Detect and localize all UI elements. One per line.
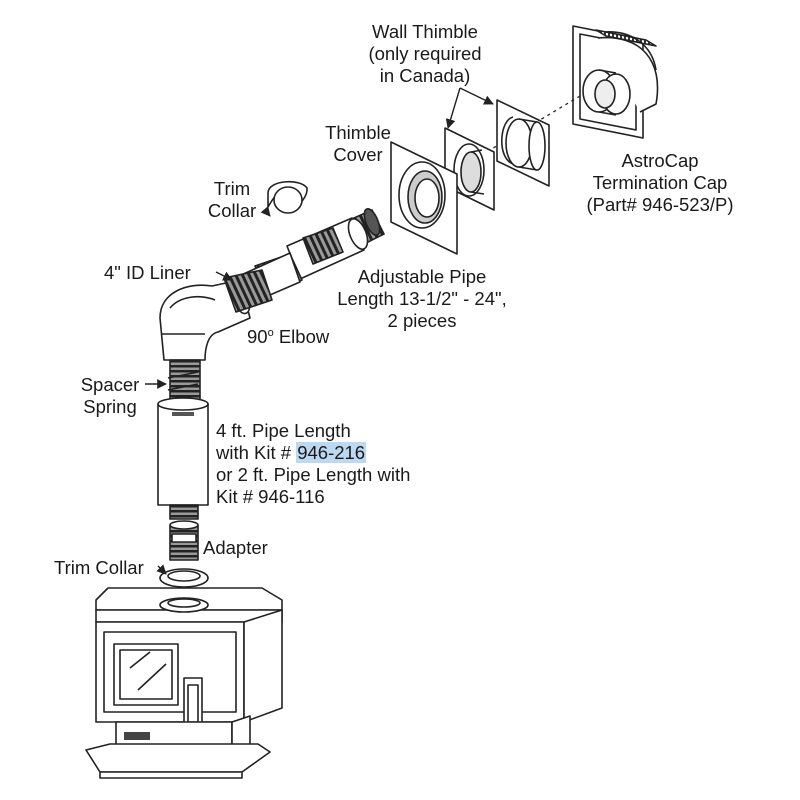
leader-lines <box>145 87 494 575</box>
elbow-90 <box>159 269 273 361</box>
spacer-spring-label-line1: Spacer <box>80 374 140 395</box>
wall-thimble-label: Wall Thimble (only required in Canada) <box>355 21 495 87</box>
adapter <box>169 520 199 561</box>
thimble-cover-label-line2: Cover <box>333 144 383 165</box>
adjustable-pipe-label-line2: Length 13-1/2" - 24", <box>337 288 507 309</box>
id-liner-label-text: 4" ID Liner <box>104 262 191 283</box>
id-liner-label: 4" ID Liner <box>104 262 191 284</box>
pipe-length-label-line1: 4 ft. Pipe Length <box>216 420 351 441</box>
vertical-pipe <box>157 359 209 520</box>
thimble-cover-label: Thimble Cover <box>318 122 398 166</box>
astrocap-label: AstroCap Termination Cap (Part# 946-523/… <box>560 150 760 216</box>
trim-collar-top-label: Trim Collar <box>200 178 264 222</box>
astrocap-label-line2: Termination Cap <box>592 172 728 193</box>
astrocap-label-line1: AstroCap <box>621 150 699 171</box>
elbow-label: 90o Elbow <box>247 322 329 348</box>
thimble-cover <box>390 141 458 255</box>
trim-collar-top-label-line1: Trim <box>213 178 251 199</box>
wall-thimble-label-line2: (only required <box>368 43 482 64</box>
adjustable-pipe-label-line3: 2 pieces <box>387 310 457 331</box>
astrocap-label-line3: (Part# 946-523/P) <box>586 194 734 215</box>
wall-thimble <box>444 99 550 211</box>
astrocap-termination-cap <box>572 25 659 139</box>
wall-thimble-label-line3: in Canada) <box>379 65 471 86</box>
pipe-length-kit-number-highlighted: 946-216 <box>296 442 367 463</box>
trim-collar-top-label-line2: Collar <box>207 200 257 221</box>
pipe-length-label-line4: Kit # 946-116 <box>216 486 325 507</box>
pipe-length-label-line3: or 2 ft. Pipe Length with <box>216 464 411 485</box>
elbow-label-degree: o <box>267 327 274 339</box>
trim-collar-bottom-label: Trim Collar <box>54 557 144 579</box>
adapter-label-text: Adapter <box>203 537 268 558</box>
trim-collar-bottom-part <box>159 568 209 588</box>
thimble-cover-label-line1: Thimble <box>325 122 391 143</box>
wall-thimble-label-line1: Wall Thimble <box>372 21 478 42</box>
spacer-spring-label: Spacer Spring <box>74 374 146 418</box>
pipe-length-label: 4 ft. Pipe Length with Kit # 946-216 or … <box>216 420 410 508</box>
adapter-label: Adapter <box>203 537 268 559</box>
pipe-length-label-line2: with Kit # 946-216 <box>216 442 410 464</box>
adjustable-pipe-label: Adjustable Pipe Length 13-1/2" - 24", 2 … <box>322 266 522 332</box>
elbow-label-number: 90 <box>247 326 268 348</box>
adjustable-pipe-label-line1: Adjustable Pipe <box>357 266 487 287</box>
spacer-spring-label-line2: Spring <box>83 396 137 417</box>
stove <box>85 587 283 779</box>
trim-collar-top-part <box>267 180 308 214</box>
elbow-label-text: Elbow <box>273 326 330 348</box>
pipe-length-kit-prefix: with Kit # <box>216 442 297 463</box>
trim-collar-bottom-label-text: Trim Collar <box>54 557 144 578</box>
